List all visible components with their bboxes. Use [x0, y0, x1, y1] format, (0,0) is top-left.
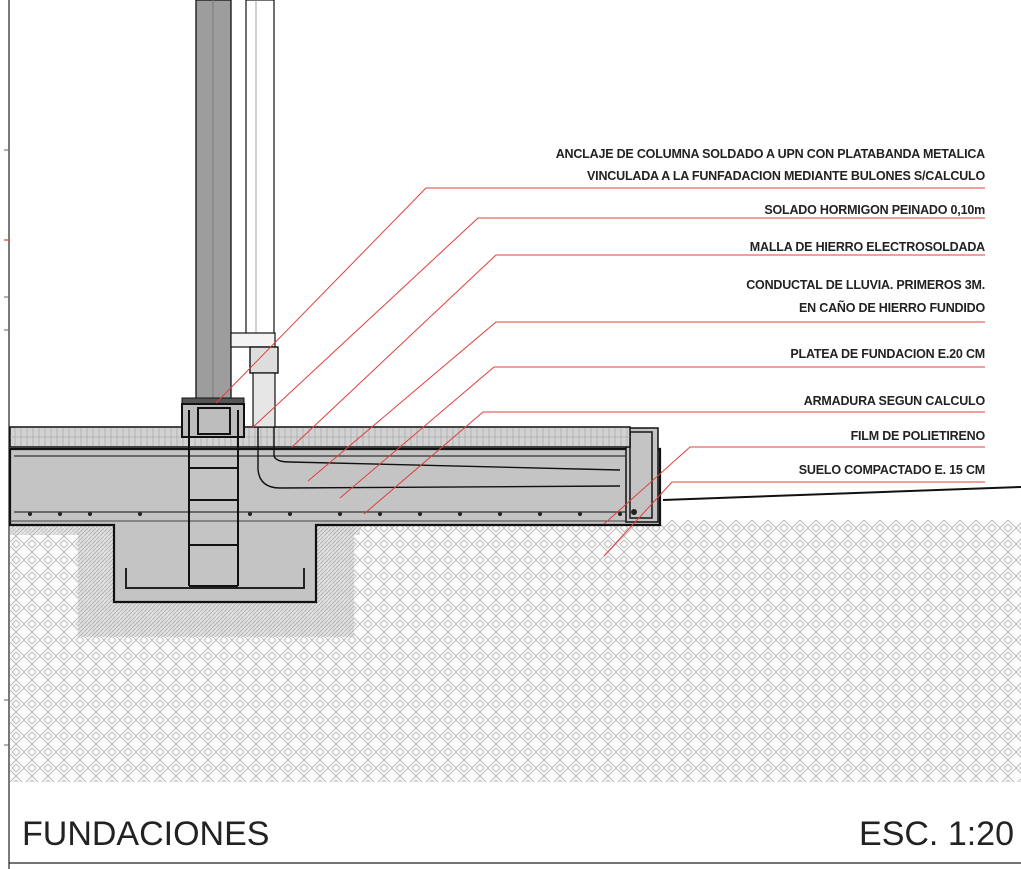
footing-rebar — [125, 568, 305, 589]
edge-beam-rebar — [631, 509, 637, 515]
label-conductal-2: EN CAÑO DE HIERRO FUNDIDO — [799, 300, 985, 315]
leader-solado — [251, 217, 985, 429]
anchor-cage — [197, 407, 231, 435]
edge-beam-stirrup — [629, 431, 653, 519]
leader-armadura — [363, 411, 985, 515]
drawing-title: FUNDACIONES — [22, 815, 269, 853]
leader-platea — [339, 366, 985, 499]
label-armadura: ARMADURA SEGUN CALCULO — [804, 394, 986, 408]
label-suelo: SUELO COMPACTADO E. 15 CM — [799, 463, 985, 477]
leader-film — [603, 446, 985, 525]
drain-pipe — [257, 427, 621, 489]
frame-ticks — [4, 149, 9, 746]
drawing-scale: ESC. 1:20 — [859, 815, 1014, 853]
label-anclaje-1: ANCLAJE DE COLUMNA SOLDADO A UPN CON PLA… — [556, 147, 985, 161]
downpipe-fitting — [230, 332, 276, 348]
leader-suelo — [603, 481, 985, 557]
annotation-labels: ANCLAJE DE COLUMNA SOLDADO A UPN CON PLA… — [556, 147, 986, 477]
leader-lines — [215, 187, 985, 557]
downpipe-coupling — [249, 346, 279, 374]
ground-line — [662, 486, 1021, 501]
leader-anclaje — [215, 187, 985, 404]
leader-conductal — [307, 321, 985, 482]
leader-malla — [291, 254, 985, 448]
label-malla: MALLA DE HIERRO ELECTROSOLDADA — [750, 240, 985, 254]
downpipe — [245, 0, 275, 339]
label-anclaje-2: VINCULADA A LA FUNFADACION MEDIANTE BULO… — [587, 169, 985, 183]
drain-pipe-top — [273, 427, 621, 471]
label-film: FILM DE POLIETIRENO — [851, 429, 986, 443]
anchor-base — [181, 403, 245, 438]
cast-iron-pipe — [252, 372, 276, 428]
label-platea: PLATEA DE FUNDACION E.20 CM — [790, 347, 985, 361]
label-solado: SOLADO HORMIGON PEINADO 0,10m — [764, 203, 985, 217]
anchor-bolts — [188, 410, 239, 587]
label-conductal-1: CONDUCTAL DE LLUVIA. PRIMEROS 3M. — [746, 278, 985, 292]
rebar-dots — [28, 512, 622, 516]
